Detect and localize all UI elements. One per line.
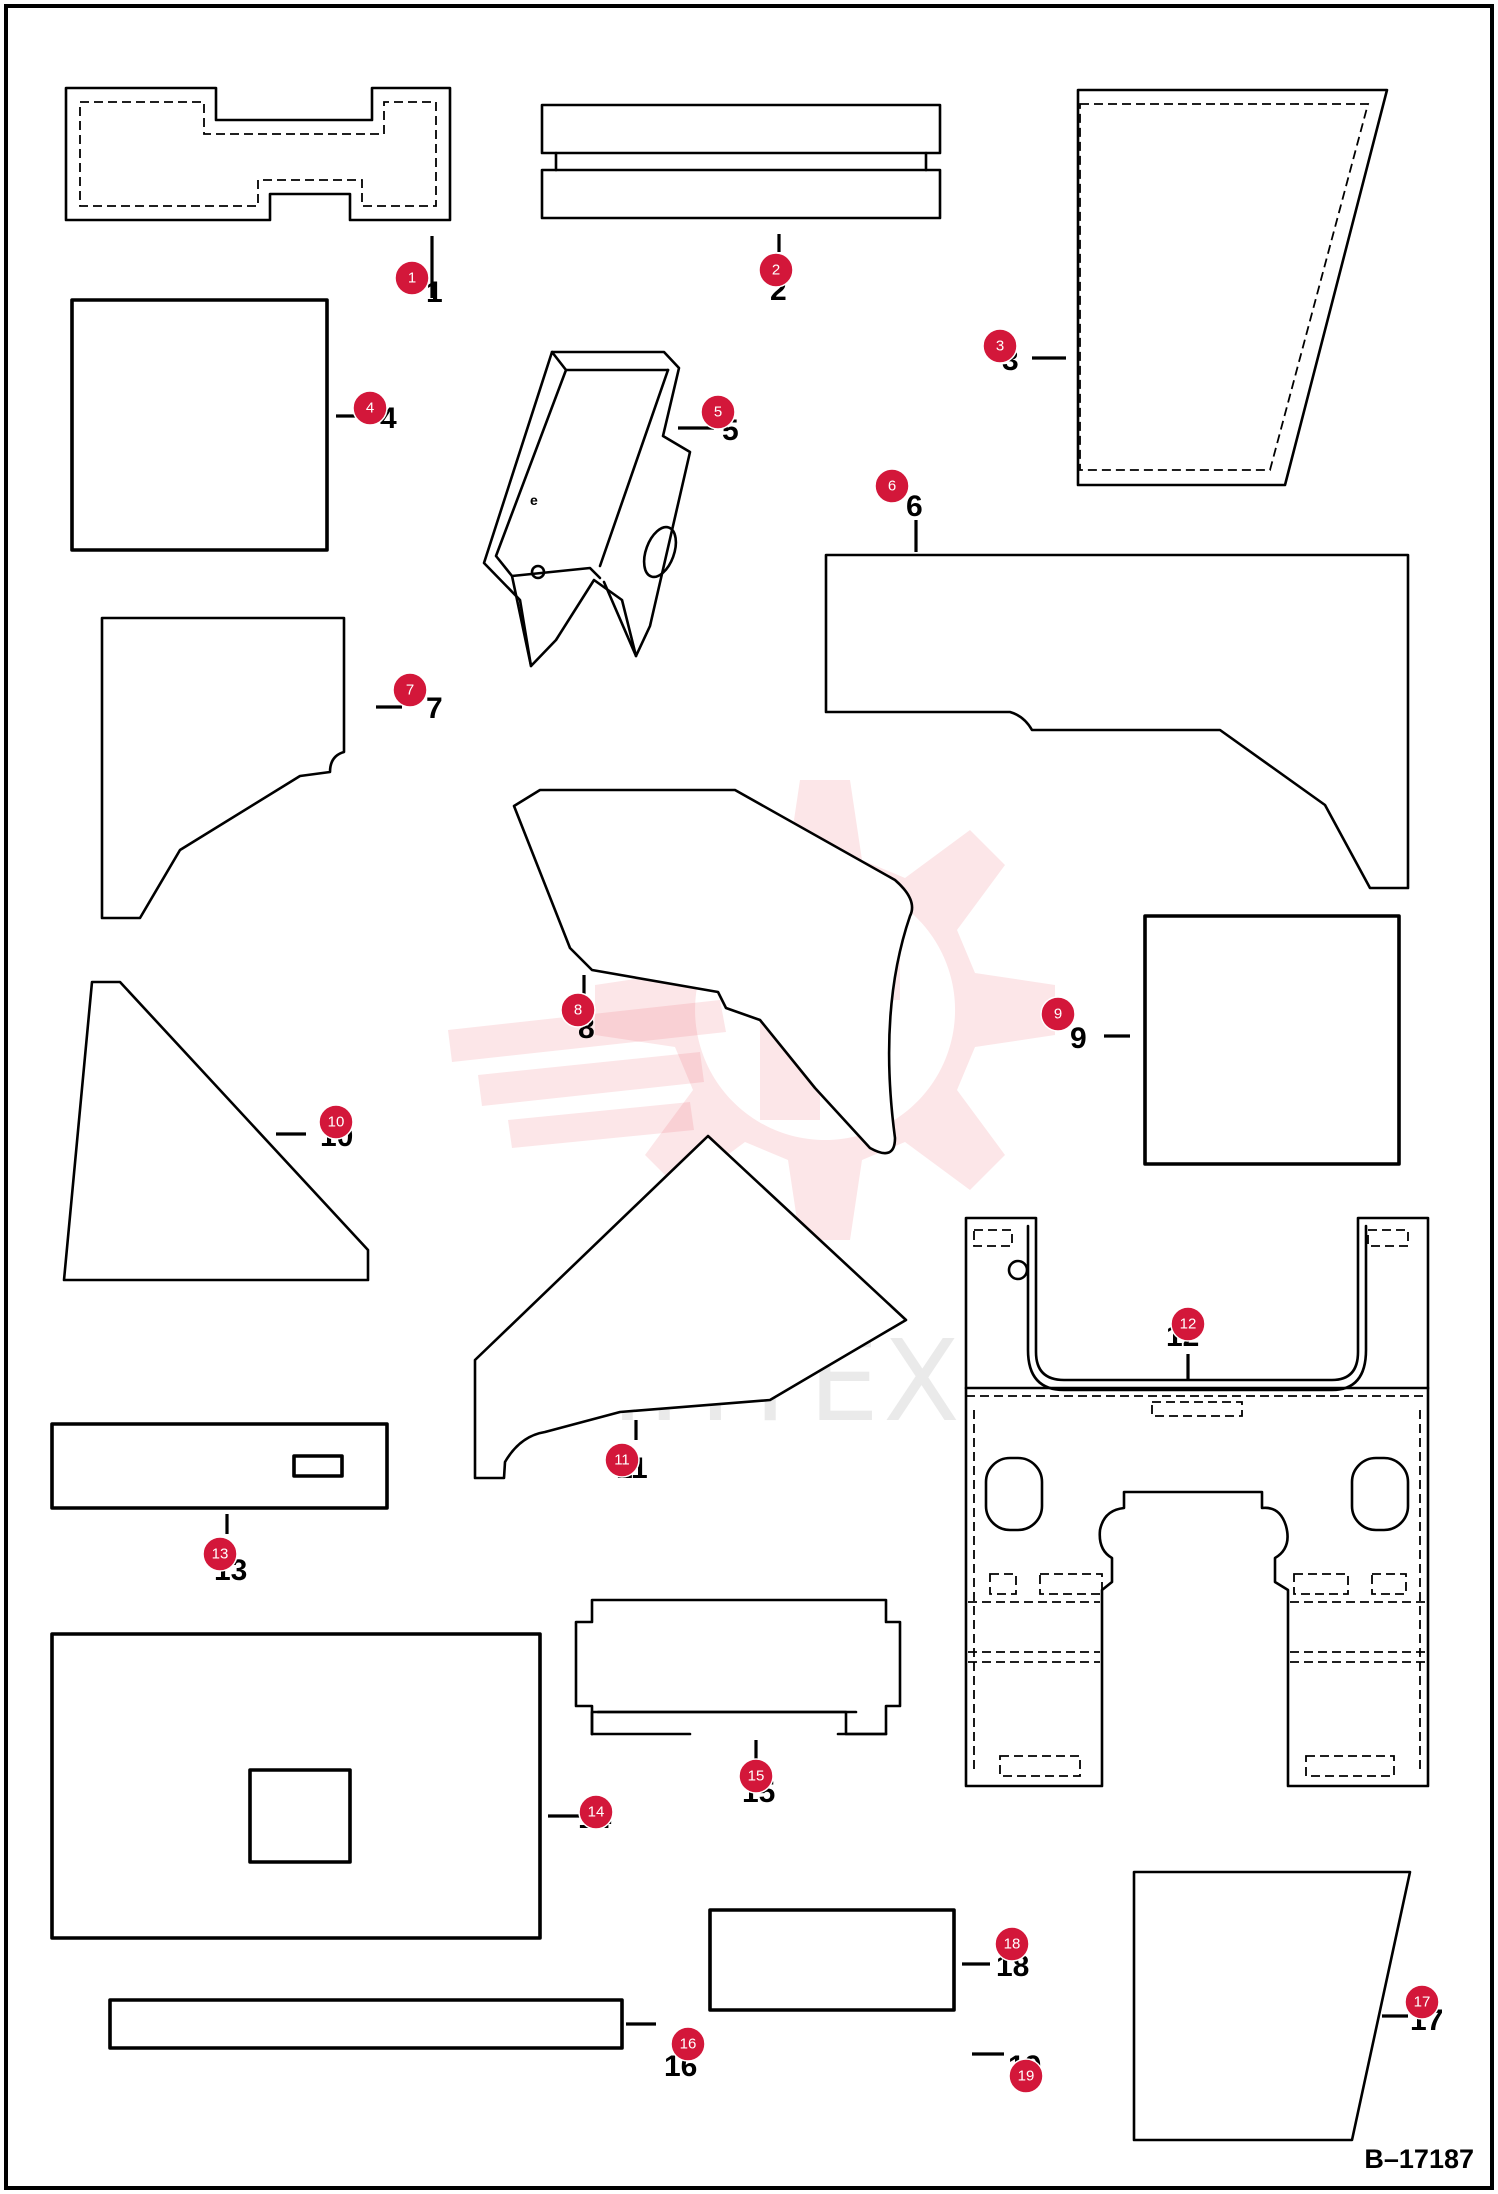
svg-text:12: 12 [1180, 1316, 1197, 1333]
part-8 [512, 788, 914, 1155]
svg-text:15: 15 [748, 1768, 765, 1785]
svg-text:14: 14 [588, 1804, 605, 1821]
svg-text:17: 17 [1414, 1994, 1431, 2011]
part-5: e [482, 350, 714, 668]
hotspot-marker-10[interactable]: 10 [318, 1104, 354, 1140]
hotspot-marker-13[interactable]: 13 [202, 1536, 238, 1572]
part-11 [473, 1134, 908, 1480]
svg-text:6: 6 [888, 478, 896, 495]
svg-text:16: 16 [680, 2036, 697, 2053]
svg-text:9: 9 [1054, 1006, 1062, 1023]
hotspot-marker-14[interactable]: 14 [578, 1794, 614, 1830]
hotspot-marker-19[interactable]: 19 [1008, 2058, 1044, 2094]
svg-text:1: 1 [408, 270, 416, 287]
part-number: 1 [426, 276, 443, 309]
part-13 [50, 1422, 389, 1534]
part-7 [100, 616, 402, 920]
part-14 [50, 1632, 580, 1940]
hotspot-marker-17[interactable]: 17 [1404, 1984, 1440, 2020]
hotspot-marker-11[interactable]: 11 [604, 1442, 640, 1478]
part-18 [708, 1908, 990, 2012]
part-6 [824, 520, 1410, 890]
part-3 [1032, 88, 1389, 487]
svg-text:5: 5 [714, 404, 722, 421]
hotspot-marker-9[interactable]: 9 [1040, 996, 1076, 1032]
svg-text:18: 18 [1004, 1936, 1021, 1953]
svg-text:4: 4 [366, 400, 374, 417]
part-15 [574, 1598, 902, 1760]
part-1 [64, 86, 452, 298]
hotspot-marker-12[interactable]: 12 [1170, 1306, 1206, 1342]
hotspot-marker-3[interactable]: 3 [982, 328, 1018, 364]
hotspot-marker-16[interactable]: 16 [670, 2026, 706, 2062]
hotspot-marker-8[interactable]: 8 [560, 992, 596, 1028]
part-2 [540, 103, 942, 252]
hotspot-marker-6[interactable]: 6 [874, 468, 910, 504]
svg-text:13: 13 [212, 1546, 229, 1563]
hotspot-marker-4[interactable]: 4 [352, 390, 388, 426]
part-16 [108, 1998, 656, 2050]
drawing-reference: B–17187 [1364, 2144, 1474, 2174]
hotspot-markers: 1 2 3 4 5 6 7 8 9 10 11 12 13 14 15 16 1… [202, 252, 1440, 2094]
part-number: 9 [1070, 1022, 1087, 1055]
hotspot-marker-1[interactable]: 1 [394, 260, 430, 296]
hotspot-marker-15[interactable]: 15 [738, 1758, 774, 1794]
part-4 [70, 298, 362, 552]
svg-text:7: 7 [406, 682, 414, 699]
hotspot-marker-5[interactable]: 5 [700, 394, 736, 430]
svg-text:19: 19 [1018, 2068, 1035, 2085]
part-10 [62, 980, 370, 1282]
part-number: 6 [906, 490, 923, 523]
svg-text:8: 8 [574, 1002, 582, 1019]
hotspot-marker-18[interactable]: 18 [994, 1926, 1030, 1962]
svg-text:2: 2 [772, 262, 780, 279]
diagram-frame [4, 4, 1494, 2190]
part-9 [1104, 914, 1401, 1166]
part-17 [1132, 1870, 1412, 2142]
svg-text:10: 10 [328, 1114, 345, 1131]
hotspot-marker-2[interactable]: 2 [758, 252, 794, 288]
part-number: 7 [426, 692, 443, 725]
hotspot-marker-7[interactable]: 7 [392, 672, 428, 708]
svg-text:3: 3 [996, 338, 1004, 355]
svg-text:11: 11 [614, 1452, 630, 1469]
part-12 [964, 1216, 1430, 1788]
svg-text:e: e [530, 492, 538, 508]
